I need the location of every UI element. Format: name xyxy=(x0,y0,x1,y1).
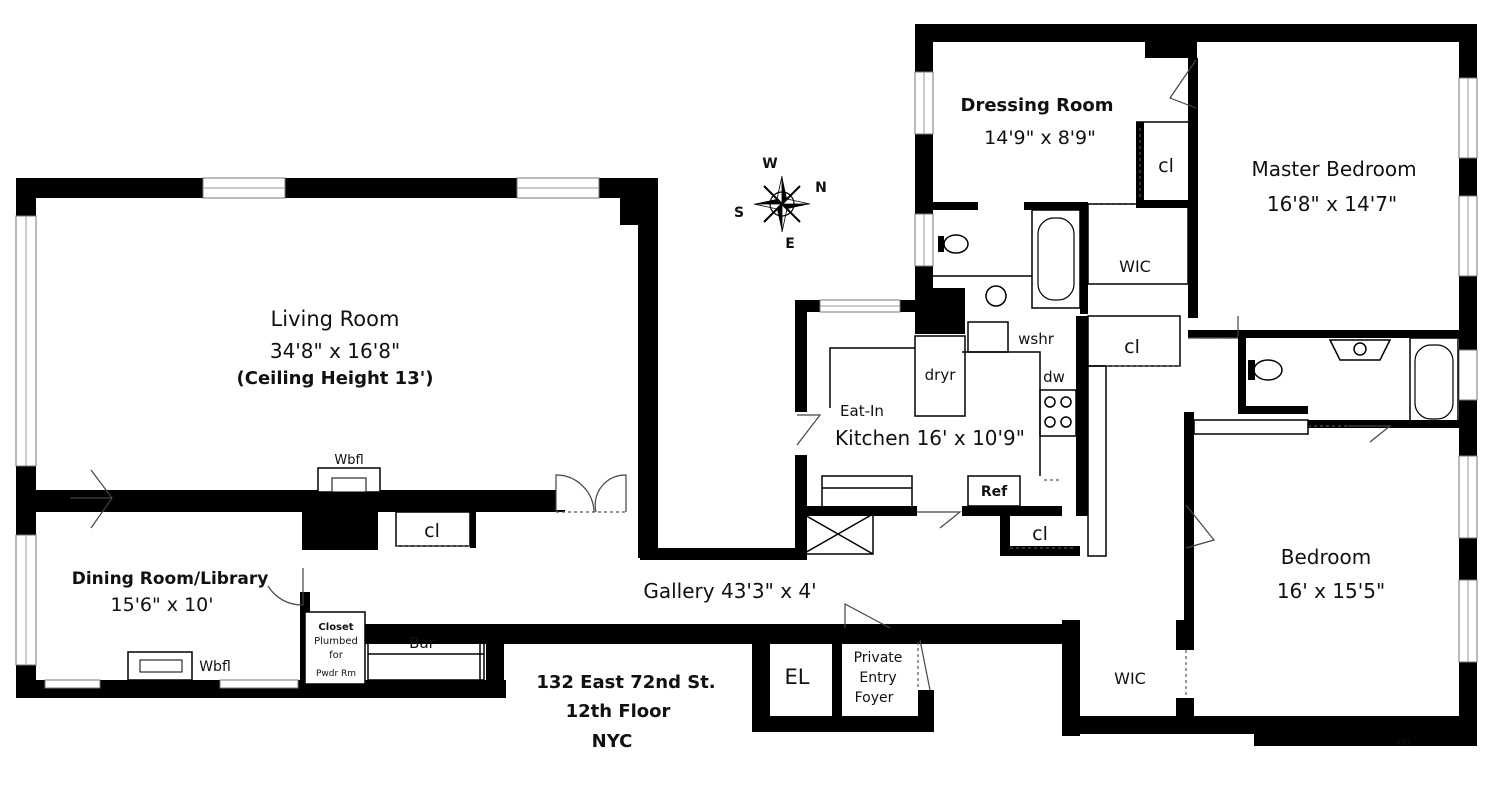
closet-plumbed-line4: Pwdr Rm xyxy=(316,669,356,679)
living-room-note: (Ceiling Height 13') xyxy=(237,368,434,389)
private-entry-line1: Private xyxy=(854,650,903,666)
dining-room-name: Dining Room/Library xyxy=(72,569,269,589)
compass-west: W xyxy=(762,156,777,172)
refrigerator-label: Ref xyxy=(981,484,1008,500)
labels: Living Room 34'8" x 16'8" (Ceiling Heigh… xyxy=(72,95,1417,752)
gallery xyxy=(304,300,1070,732)
address-line3: NYC xyxy=(592,731,633,752)
compass-east: E xyxy=(785,236,795,252)
wbfl-label-dining: Wbfl xyxy=(199,659,231,675)
washer-label: wshr xyxy=(1018,330,1055,348)
closet-plumbed-line3: for xyxy=(329,650,344,661)
dryer-label: dryr xyxy=(925,366,957,384)
compass-south: S xyxy=(734,205,744,221)
address-line2: 12th Floor xyxy=(566,701,671,722)
closet-label-gallery: cl xyxy=(1124,336,1140,358)
private-entry-line3: Foyer xyxy=(855,690,894,706)
living-room xyxy=(15,177,658,698)
bar-label: Bar xyxy=(409,634,435,652)
kitchen-label-line1: Eat-In xyxy=(840,402,884,420)
living-room-name: Living Room xyxy=(271,307,400,331)
closet-plumbed-line2: Plumbed xyxy=(314,636,358,647)
dining-room xyxy=(15,508,506,698)
bedroom xyxy=(1062,412,1478,746)
compass-north: N xyxy=(815,180,827,196)
master-bedroom-name: Master Bedroom xyxy=(1251,157,1416,181)
closet-label-pantry: cl xyxy=(1032,523,1048,545)
kitchen xyxy=(795,299,1181,557)
credit-mark: OH xyxy=(1398,738,1410,747)
bedroom-name: Bedroom xyxy=(1281,545,1371,569)
wic-label-bedroom: WIC xyxy=(1114,669,1146,688)
kitchen-label-line2: Kitchen 16' x 10'9" xyxy=(835,426,1025,450)
gallery-label: Gallery 43'3" x 4' xyxy=(643,579,816,603)
dining-room-size: 15'6" x 10' xyxy=(111,594,214,616)
bedroom-size: 16' x 15'5" xyxy=(1277,579,1385,603)
wbfl-label-living: Wbfl xyxy=(334,453,363,468)
master-bedroom xyxy=(1188,24,1478,744)
dishwasher-label: dw xyxy=(1043,368,1065,386)
dressing-room-size: 14'9" x 8'9" xyxy=(984,127,1096,149)
closet-label-dressing: cl xyxy=(1158,155,1174,177)
dressing-room xyxy=(914,24,1477,334)
dressing-room-name: Dressing Room xyxy=(961,95,1114,116)
address-line1: 132 East 72nd St. xyxy=(536,672,715,693)
closet-plumbed-line1: Closet xyxy=(318,622,353,633)
living-room-size: 34'8" x 16'8" xyxy=(270,339,400,363)
closet-label-living: cl xyxy=(424,520,440,542)
master-bedroom-size: 16'8" x 14'7" xyxy=(1267,192,1397,216)
elevator-label: EL xyxy=(785,665,810,689)
wic-label-master: WIC xyxy=(1119,257,1151,276)
private-entry-line2: Entry xyxy=(859,670,896,686)
compass-rose-icon xyxy=(753,175,811,233)
